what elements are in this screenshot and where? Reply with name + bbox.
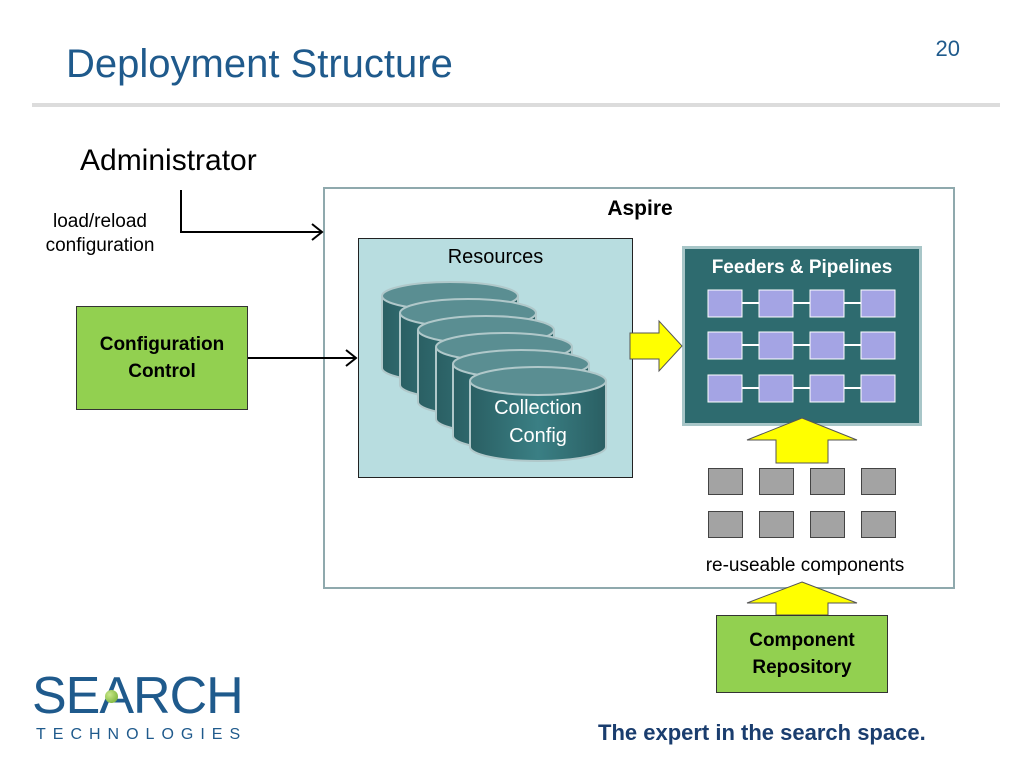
aspire-label: Aspire [607,197,673,220]
pipeline-stage [860,331,896,360]
repository-to-components-arrow [746,581,858,616]
components-to-feeders-arrow [746,417,858,464]
pipeline-stage [707,374,743,403]
slide-title: Deployment Structure [66,42,453,86]
pipeline-stage [758,289,794,318]
component-block [810,511,845,538]
logo-wordmark: SEARCH [32,667,244,725]
pipeline-stage [707,331,743,360]
pipeline-stage [758,374,794,403]
page-number: 20 [935,36,960,61]
pipeline-row [707,289,896,318]
pipeline-stage [758,331,794,360]
component-block [759,511,794,538]
reuseable-components-label: re-useable components [705,555,905,576]
pipeline-row [707,374,896,403]
pipeline-stage [809,331,845,360]
pipeline-stage [860,289,896,318]
tagline: The expert in the search space. [598,720,926,745]
administrator-label: Administrator [80,144,257,177]
pipeline-stage [860,374,896,403]
component-repository-box: Component Repository [716,615,888,693]
component-block [810,468,845,495]
feeders-pipelines-label: Feeders & Pipelines [711,257,893,278]
title-divider [32,103,1000,107]
pipeline-stage [809,374,845,403]
load-reload-label: load/reload configuration [45,211,155,256]
logo-subtitle: TECHNOLOGIES [36,726,248,743]
database-disk-front [469,366,607,462]
database-stack-icon [381,281,607,462]
component-block [759,468,794,495]
pipeline-stage [707,289,743,318]
component-block [861,468,896,495]
config-control-arrow [248,349,358,367]
component-block [861,511,896,538]
logo-dot-icon [105,690,118,703]
pipelines [707,289,896,403]
resources-to-feeders-arrow [629,319,683,373]
admin-arrow [180,190,324,241]
resources-label: Resources [447,246,544,268]
component-block [708,468,743,495]
configuration-control-box: Configuration Control [76,306,248,410]
collection-config-label: Collection Config [494,397,582,447]
pipeline-row [707,331,896,360]
pipeline-stage [809,289,845,318]
component-block [708,511,743,538]
